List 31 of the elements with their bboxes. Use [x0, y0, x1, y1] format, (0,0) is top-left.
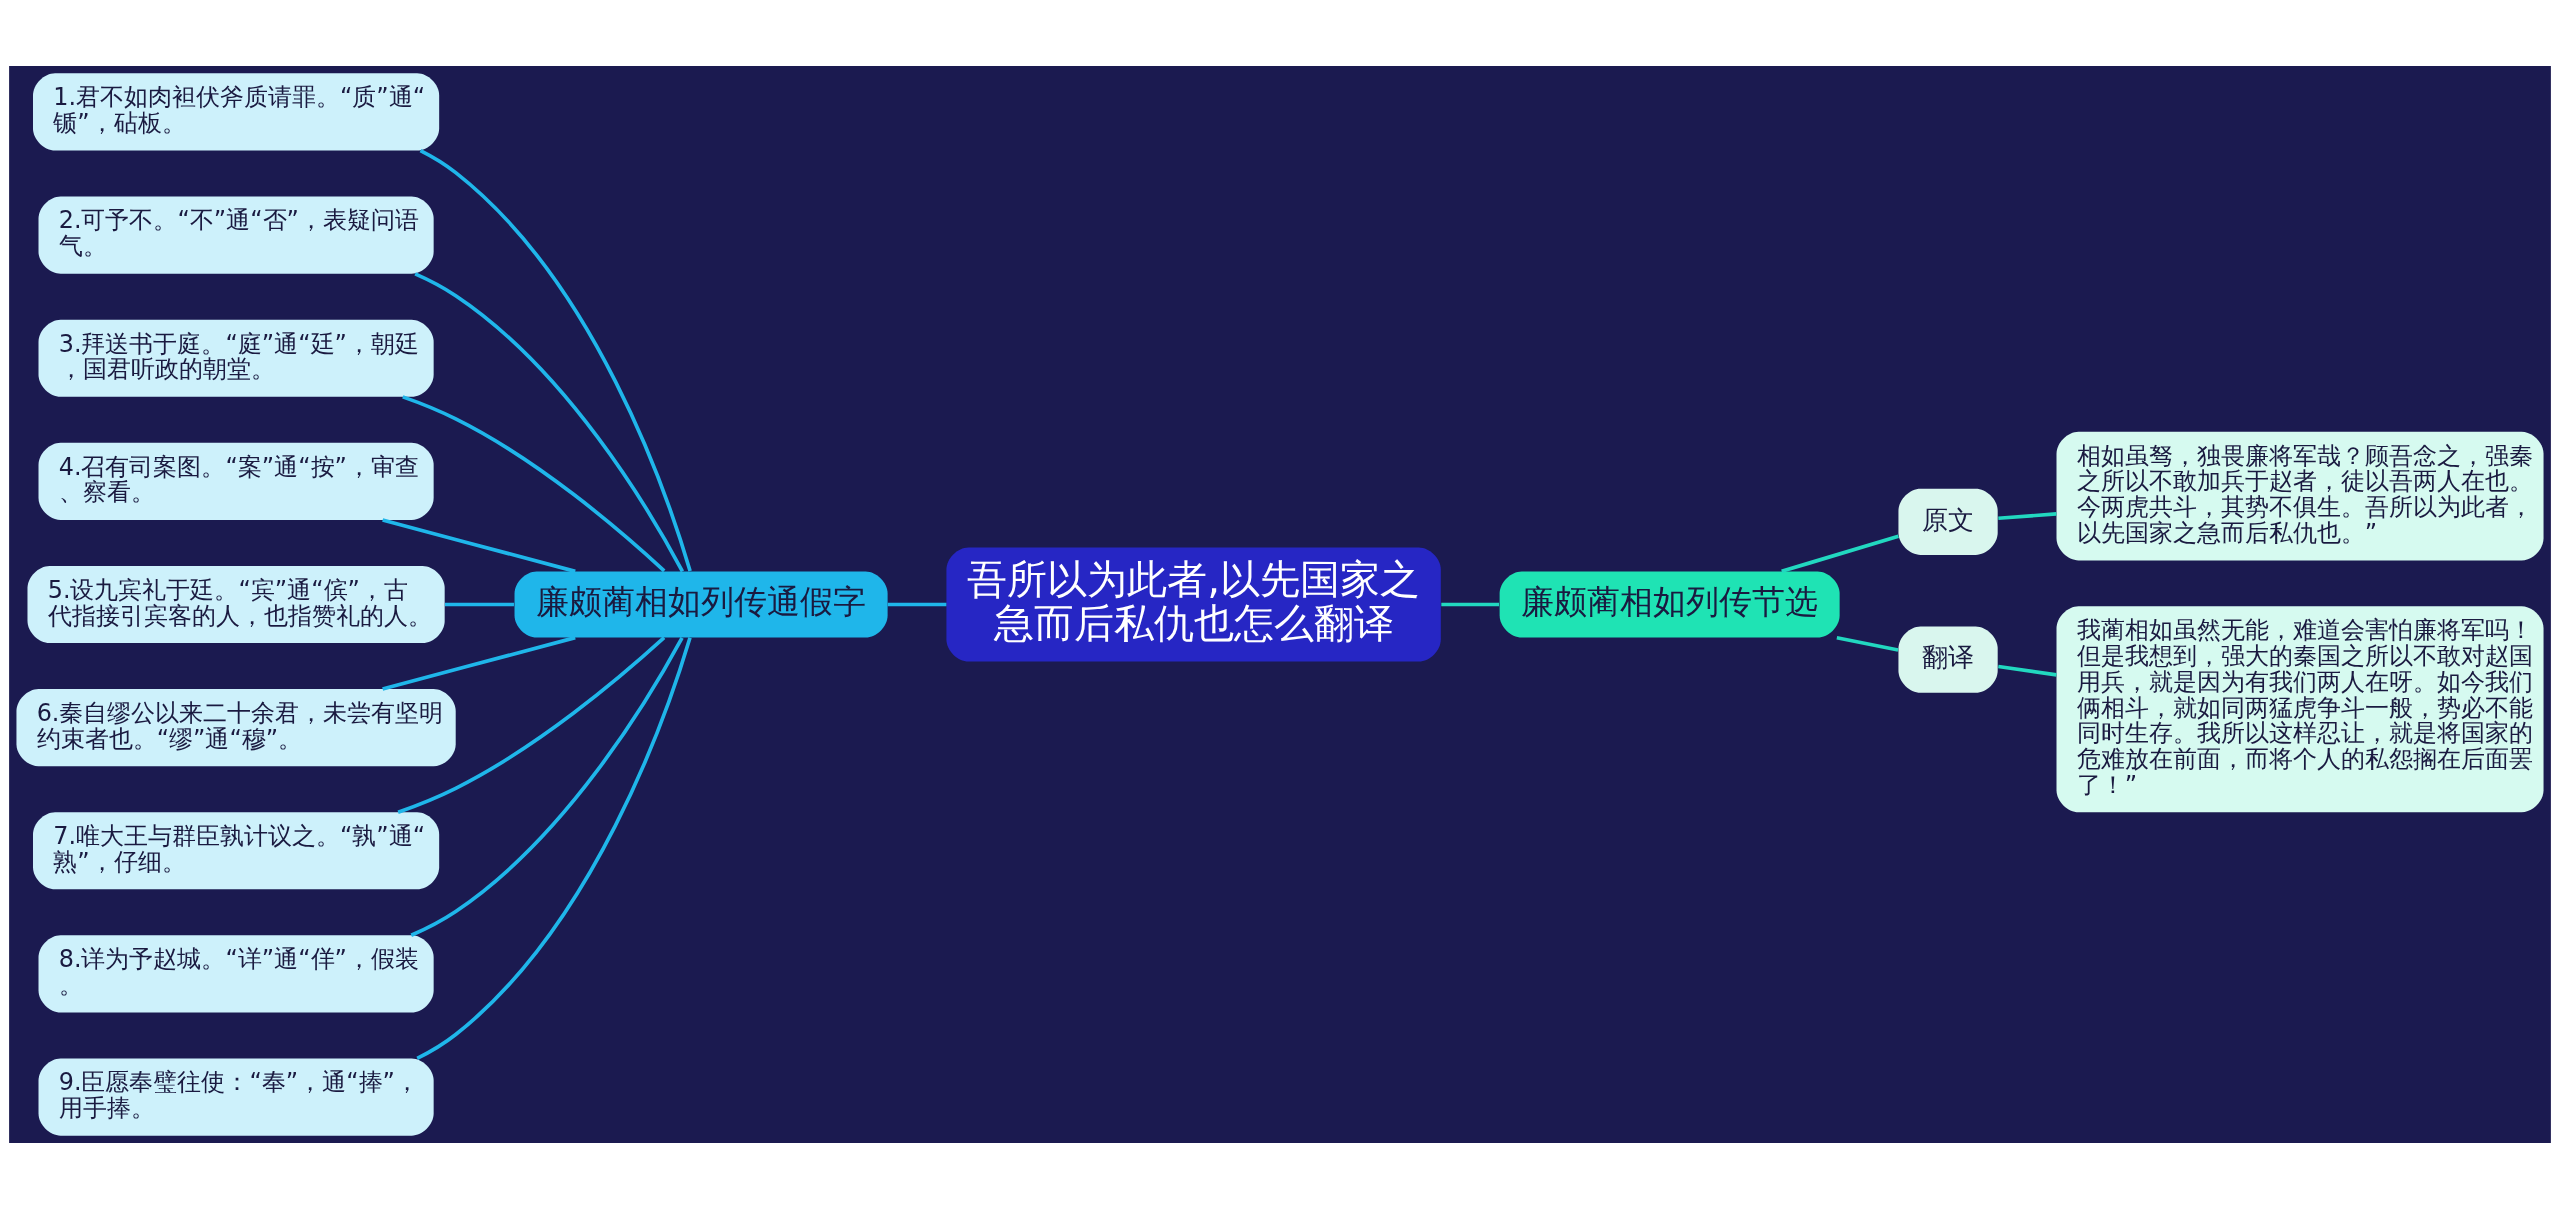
node-box: 相如虽驽，独畏廉将军哉？顾吾念之，强秦之所以不敢加兵于赵者，徒以吾两人在也。今两虎共斗，其势不俱生。吾所以为此者，以先国家之急而后私仇也。” [2056, 431, 2544, 561]
node-box: 廉颇蔺相如列传通假字 [514, 571, 888, 638]
node-box: 翻译 [1898, 626, 1998, 693]
node-box: 原文 [1898, 488, 1998, 555]
connector [1781, 534, 1899, 574]
connector [444, 602, 514, 607]
node-box: 我蔺相如虽然无能，难道会害怕廉将军吗！但是我想到，强大的秦国之所以不敢对赵国用兵，就是因为有我们两人在呀。如今我们俩相斗，就如同两猛虎争斗一般，势必不能同时生存。我所以这样忍让，就是将国家的危难放在前面，而将个人的私怨搁在后面罢了！” [2056, 606, 2544, 813]
connector [1998, 512, 2057, 521]
node-box: 1.君不如肉袒伏斧质请罪。“质”通“锧”，砧板。 [33, 73, 440, 151]
connector [402, 395, 666, 573]
connector [397, 636, 666, 814]
connector [1998, 664, 2057, 677]
connector [382, 518, 576, 574]
connector [382, 635, 576, 691]
connector [416, 637, 692, 1061]
connector [1836, 635, 1899, 652]
connector [1441, 602, 1499, 607]
node-box: 2.可予不。“不”通“否”，表疑问语气。 [38, 196, 434, 274]
node-box: 5.设九宾礼于廷。“宾”通“傧”，古代指接引宾客的人，也指赞礼的人。 [27, 565, 445, 644]
node-box: 9.臣愿奉璧往使：“奉”，通“捧”，用手捧。 [38, 1058, 434, 1136]
connector [887, 602, 947, 607]
connector [410, 636, 684, 937]
node-box: 4.召有司案图。“案”通“按”，审查、察看。 [38, 442, 434, 520]
node-box: 8.详为予赵城。“详”通“佯”，假装。 [38, 935, 434, 1013]
node-box: 廉颇蔺相如列传节选 [1499, 571, 1840, 638]
node-box: 7.唯大王与群臣孰计议之。“孰”通“熟”，仔细。 [33, 812, 440, 890]
connector [414, 272, 685, 573]
node-box: 3.拜送书于庭。“庭”通“廷”，朝廷，国君听政的朝堂。 [38, 319, 434, 397]
node-box: 吾所以为此者,以先国家之急而后私仇也怎么翻译 [946, 547, 1441, 662]
connector [419, 148, 692, 572]
node-box: 6.秦自缪公以来二十余君，未尝有坚明约束者也。“缪”通“穆”。 [16, 689, 456, 767]
